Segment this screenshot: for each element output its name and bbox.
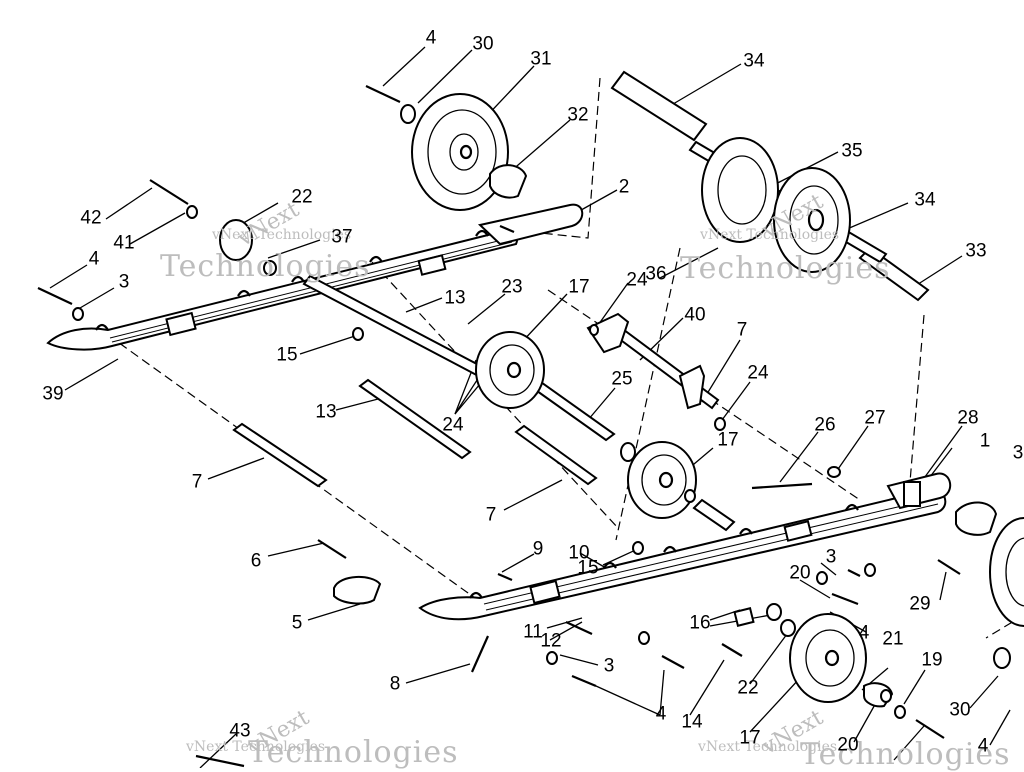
watermark-text: vNext Technologies [212,227,352,243]
callout-label: 27 [864,407,886,429]
callout-label: 20 [837,734,859,756]
leader-lines [49,46,1011,768]
callout-label: 33 [965,240,987,262]
callout-label: 10 [568,542,590,564]
callout-label: 9 [532,538,544,560]
callout-label: 14 [681,711,703,733]
callout-label: 42 [80,207,102,229]
watermark-text: Technologies [160,249,371,284]
callout-label: 37 [331,226,353,248]
rail-upper [46,203,584,351]
callout-label: 40 [684,304,706,326]
callout-label: 30 [949,699,971,721]
callout-label: 4 [425,27,437,49]
callout-label: 41 [113,232,135,254]
callout-label: 29 [909,593,931,615]
callout-label: 3 [1012,442,1024,464]
shafts [232,70,930,532]
callout-label: 26 [814,414,836,436]
watermark-text: vNext Technologies [186,739,326,755]
callout-label: 31 [530,48,552,70]
callout-label: 21 [882,628,904,650]
callout-label: 22 [737,677,759,699]
callout-label: 22 [291,186,313,208]
callout-label: 19 [921,649,943,671]
callout-label: 24 [442,414,464,436]
callout-label: 25 [611,368,633,390]
callout-label: 4 [88,248,100,270]
callout-label: 34 [914,189,936,211]
callout-label: 20 [789,562,811,584]
callout-label: 11 [523,621,543,643]
callout-label: 32 [567,104,589,126]
callout-label: 13 [444,287,466,309]
callout-label: 17 [717,429,739,451]
callout-label: 1 [979,430,991,452]
watermark-text: vNext Technologies [700,227,840,243]
callout-label: 24 [747,362,769,384]
wheels [411,93,1024,703]
callout-label: 4 [977,735,989,757]
callout-label: 15 [577,557,599,579]
assembly-lines [107,77,1024,639]
callout-label: 23 [501,276,523,298]
callout-label: 3 [825,546,837,568]
callout-label: 7 [736,319,748,341]
callout-label: 17 [568,276,590,298]
callout-label: 4 [858,622,870,644]
callout-label: 43 [229,720,251,742]
callout-label: 3 [118,271,130,293]
callout-label: 5 [291,612,303,634]
callout-label: 15 [276,344,298,366]
callout-label: 34 [743,50,765,72]
small-parts [37,85,1011,768]
callout-label: 30 [472,33,494,55]
watermark-text: Technologies [680,251,891,286]
watermark-text: Technologies [248,735,459,770]
callout-label: 4 [655,703,667,725]
callout-label: 3 [603,655,615,677]
callout-label: 39 [42,383,64,405]
callout-label: 7 [191,471,203,493]
callout-label: 24 [626,269,648,291]
callout-label: 2 [618,176,630,198]
callout-label: 35 [841,140,863,162]
callout-label: 17 [739,727,761,749]
callout-label: 13 [315,401,337,423]
callout-label: 7 [485,504,497,526]
callout-label: 28 [957,407,979,429]
rail-lower [418,472,951,621]
callout-label: 12 [540,630,562,652]
callout-label: 36 [645,263,667,285]
callout-label: 16 [689,612,711,634]
callout-label: 8 [389,673,401,695]
watermark-text: Technologies [800,737,1011,772]
callout-label: 6 [250,550,262,572]
watermark-text: vNext Technologies [698,739,838,755]
